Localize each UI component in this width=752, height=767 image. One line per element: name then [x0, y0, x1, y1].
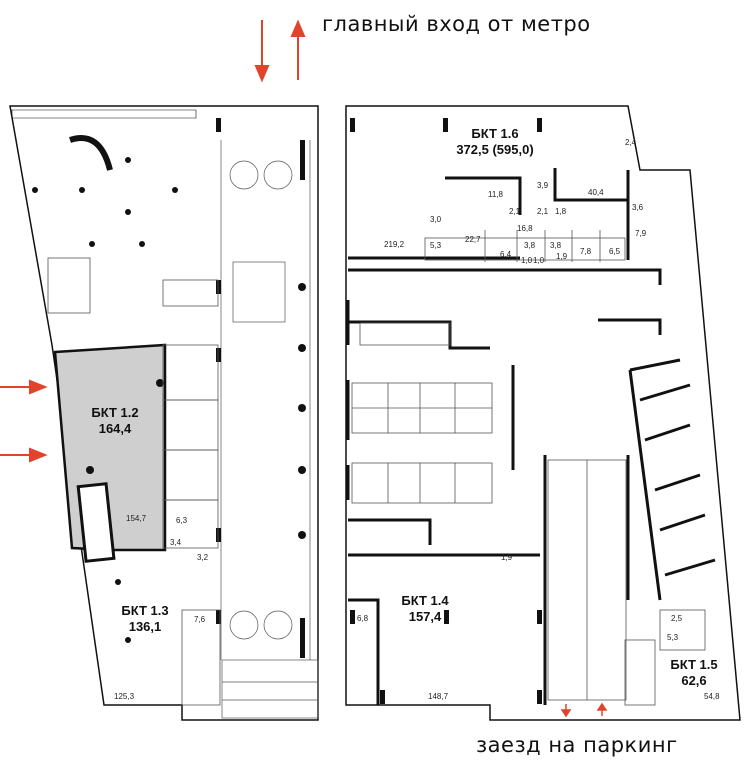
- room-area: 148,7: [428, 692, 449, 701]
- escalator: [76, 482, 116, 563]
- unit-name: БКТ 1.5: [670, 657, 718, 672]
- room-area: 1,0: [533, 256, 545, 265]
- room-area: 3,6: [632, 203, 644, 212]
- room-area: 3,2: [197, 553, 209, 562]
- room-area: 1,9: [501, 553, 513, 562]
- room-area: 7,9: [635, 229, 647, 238]
- unit-name: БКТ 1.2: [91, 405, 139, 420]
- room-area: 11,8: [488, 190, 503, 199]
- unit-label-bkt14[interactable]: БКТ 1.4 157,4: [390, 593, 460, 625]
- room-area: 5,3: [667, 633, 679, 642]
- room-area: 2,5: [671, 614, 683, 623]
- room-area: 219,2: [384, 240, 405, 249]
- room-area: 6,4: [500, 250, 512, 259]
- room-area: 6,3: [176, 516, 188, 525]
- parking-entrance-caption: заезд на паркинг: [476, 733, 678, 757]
- room-area: 2,1: [509, 207, 521, 216]
- room-area: 22,7: [465, 235, 481, 244]
- room-area: 7,6: [194, 615, 206, 624]
- side-entrance-arrows: [0, 379, 48, 463]
- unit-area: 136,1: [128, 619, 162, 634]
- unit-area: 372,5 (595,0): [456, 142, 534, 157]
- metro-entrance-caption: главный вход от метро: [322, 12, 591, 36]
- parking-arrows: [560, 702, 608, 718]
- walls: [346, 168, 716, 705]
- unit-area: 62,6: [681, 673, 707, 688]
- room-area: 6,8: [357, 614, 369, 623]
- unit-name: БКТ 1.4: [401, 593, 449, 608]
- room-area: 1,0: [521, 256, 533, 265]
- unit-label-bkt16[interactable]: БКТ 1.6 372,5 (595,0): [440, 126, 550, 158]
- room-area: 125,3: [114, 692, 135, 701]
- room-area: 3,8: [524, 241, 536, 250]
- unit-area: 157,4: [408, 609, 442, 624]
- unit-name: БКТ 1.6: [471, 126, 519, 141]
- room-area: 5,3: [430, 241, 442, 250]
- building-outline-right: [345, 105, 741, 721]
- room-area: 3,4: [170, 538, 182, 547]
- room-area: 3,9: [537, 181, 549, 190]
- room-area: 54,8: [704, 692, 720, 701]
- room-area: 3,0: [430, 215, 442, 224]
- unit-area: 164,4: [98, 421, 132, 436]
- room-area: 2,4: [625, 138, 637, 147]
- thin-partitions: [47, 230, 706, 706]
- room-area: 154,7: [126, 514, 147, 523]
- room-area: 40,4: [588, 188, 604, 197]
- room-area: 7,8: [580, 247, 592, 256]
- metro-entrance-arrows: [254, 19, 306, 83]
- room-area: 16,8: [517, 224, 533, 233]
- room-area: 2,1: [537, 207, 549, 216]
- columns: [32, 118, 542, 704]
- room-area: 1,8: [555, 207, 567, 216]
- unit-label-bkt15[interactable]: БКТ 1.5 62,6: [662, 657, 726, 689]
- unit-label-bkt13[interactable]: БКТ 1.3 136,1: [110, 603, 180, 635]
- atrium: [220, 140, 319, 719]
- room-area: 1,9: [556, 252, 568, 261]
- unit-label-bkt12[interactable]: БКТ 1.2 164,4: [80, 405, 150, 437]
- room-area: 3,8: [550, 241, 562, 250]
- unit-name: БКТ 1.3: [121, 603, 169, 618]
- spiral-stair: [69, 135, 113, 171]
- room-area: 6,5: [609, 247, 621, 256]
